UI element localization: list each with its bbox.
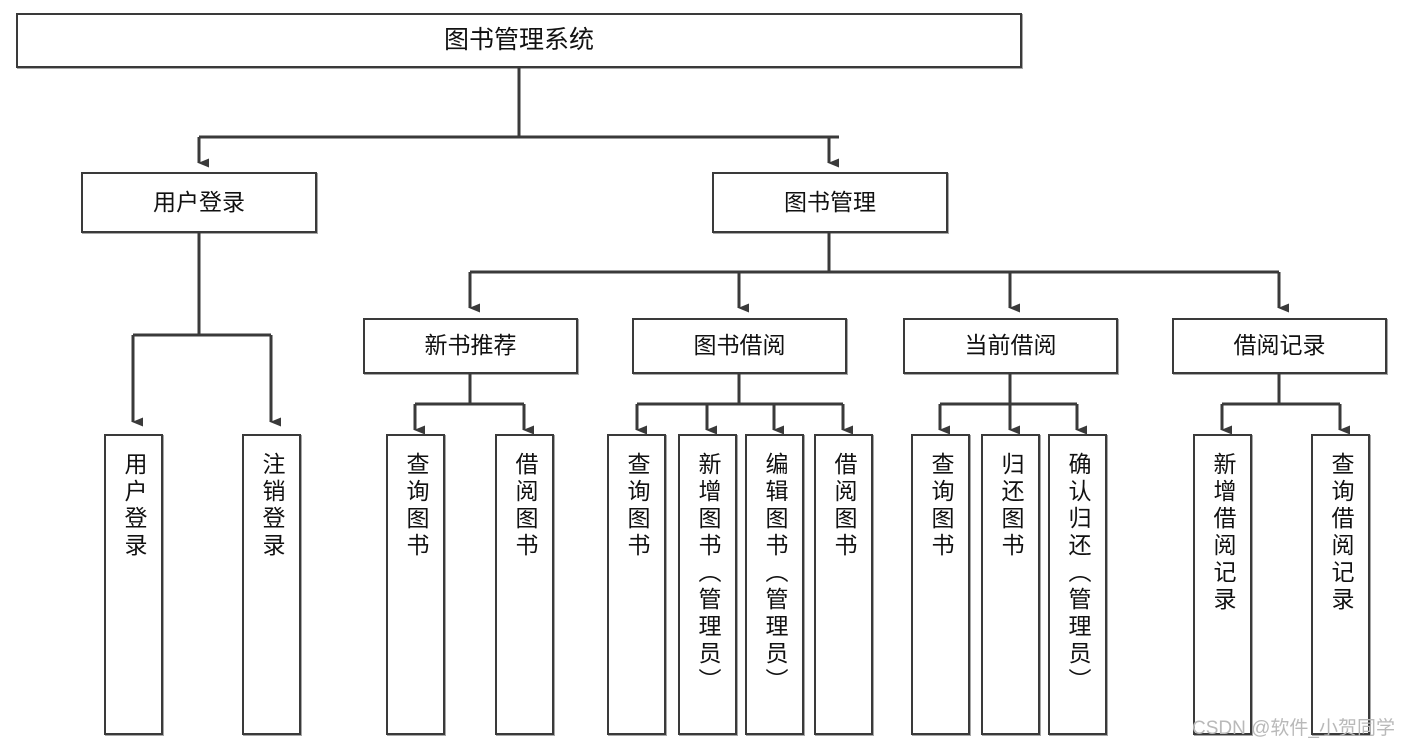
- leaf-borrow-book-recommend[interactable]: 借阅图书: [495, 434, 554, 735]
- node-label: 借阅图书: [831, 452, 857, 560]
- node-root-book-management-system[interactable]: 图书管理系统: [16, 13, 1022, 68]
- node-label: 归还图书: [998, 452, 1024, 560]
- leaf-add-borrow-record[interactable]: 新增借阅记录: [1193, 434, 1252, 735]
- leaf-add-book-admin[interactable]: 新增图书（管理员）: [678, 434, 737, 735]
- node-label: 用户登录: [121, 452, 147, 560]
- node-label: 图书管理系统: [443, 25, 594, 54]
- watermark-text: CSDN @软件_小贺同学: [1192, 718, 1395, 739]
- node-new-book-recommend[interactable]: 新书推荐: [363, 318, 578, 374]
- leaf-query-book-borrow[interactable]: 查询图书: [607, 434, 666, 735]
- node-label: 新增借阅记录: [1210, 452, 1236, 614]
- node-label: 当前借阅: [964, 332, 1057, 359]
- leaf-return-book[interactable]: 归还图书: [981, 434, 1040, 735]
- node-label: 查询图书: [624, 452, 650, 560]
- leaf-query-borrow-record[interactable]: 查询借阅记录: [1311, 434, 1370, 735]
- node-label: 图书管理: [784, 188, 876, 215]
- leaf-borrow-book[interactable]: 借阅图书: [814, 434, 873, 735]
- node-current-borrow[interactable]: 当前借阅: [903, 318, 1118, 374]
- node-book-management[interactable]: 图书管理: [712, 172, 948, 233]
- node-label: 查询图书: [403, 452, 429, 560]
- node-book-borrow[interactable]: 图书借阅: [632, 318, 847, 374]
- leaf-query-book-recommend[interactable]: 查询图书: [386, 434, 445, 735]
- leaf-logout[interactable]: 注销登录: [242, 434, 301, 735]
- node-label: 新增图书（管理员）: [695, 452, 721, 695]
- leaf-edit-book-admin[interactable]: 编辑图书（管理员）: [745, 434, 804, 735]
- node-user-login[interactable]: 用户登录: [81, 172, 317, 233]
- node-label: 确认归还（管理员）: [1065, 452, 1091, 695]
- node-borrow-record[interactable]: 借阅记录: [1172, 318, 1387, 374]
- leaf-query-book-current[interactable]: 查询图书: [911, 434, 970, 735]
- node-label: 借阅记录: [1233, 332, 1326, 359]
- leaf-confirm-return-admin[interactable]: 确认归还（管理员）: [1048, 434, 1107, 735]
- node-label: 编辑图书（管理员）: [762, 452, 788, 695]
- node-label: 借阅图书: [512, 452, 538, 560]
- node-label: 用户登录: [153, 188, 245, 215]
- node-label: 新书推荐: [424, 332, 517, 359]
- node-label: 图书借阅: [693, 332, 786, 359]
- node-label: 查询借阅记录: [1328, 452, 1354, 614]
- node-label: 注销登录: [259, 452, 285, 560]
- leaf-user-login[interactable]: 用户登录: [104, 434, 163, 735]
- node-label: 查询图书: [928, 452, 954, 560]
